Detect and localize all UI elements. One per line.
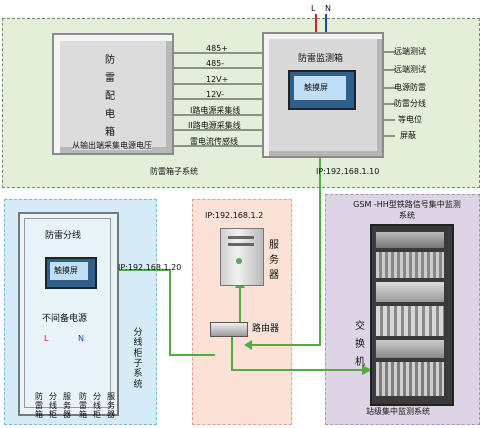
terminal-4: 防雷箱 xyxy=(79,392,87,420)
left-caption: 分线柜子系统 xyxy=(133,328,143,390)
signal-power1: I路电源采集线 xyxy=(190,106,241,115)
branch-cabinet xyxy=(18,212,119,416)
lightning-distribution-box xyxy=(52,33,174,155)
terminal-5: 分线柜 xyxy=(93,392,101,420)
power-label-n: N xyxy=(325,4,331,13)
top-ip-label: IP:192.168.1.10 xyxy=(316,167,380,176)
network-wire-left xyxy=(100,269,215,356)
ups-l-label: L xyxy=(44,334,49,343)
signal-power2: II路电源采集线 xyxy=(188,121,241,130)
ups-title: 不间备电源 xyxy=(42,314,88,324)
ups-n-label: N xyxy=(78,334,84,343)
rack-unit-5 xyxy=(376,340,444,358)
server-drive-bay-1 xyxy=(228,236,254,239)
lightning-box-text: 防雷配电箱 xyxy=(105,55,115,138)
switch-label: 交换机 xyxy=(355,321,365,368)
right-title-line1: GSM -HH型铁路信号集中监测系统 xyxy=(353,200,461,220)
lightning-monitor-box xyxy=(262,32,384,158)
rack-unit-6 xyxy=(376,362,444,396)
rack-unit-4 xyxy=(376,306,444,336)
router-device xyxy=(210,322,248,337)
signal-12v-minus: 12V- xyxy=(206,90,225,99)
rack-unit-3 xyxy=(376,282,444,302)
output-shield: 屏蔽 xyxy=(400,131,416,140)
terminal-1: 防雷箱 xyxy=(35,392,43,420)
left-ip-label: IP:192.168.1.20 xyxy=(118,263,182,272)
branch-cabinet-inner xyxy=(24,218,111,408)
output-power-protection: 电源防雷 xyxy=(394,83,426,92)
monitor-touchscreen-display xyxy=(294,76,346,100)
left-touchscreen-display xyxy=(50,262,88,280)
arrow-router-left xyxy=(244,340,252,350)
output-equipotential: 等电位 xyxy=(398,115,422,124)
signal-12v-plus: 12V+ xyxy=(206,75,229,84)
output-branch-protection: 防雷分线 xyxy=(394,99,426,108)
signal-485-plus: 485+ xyxy=(206,44,228,53)
signal-lightning-current: 雷电流传感线 xyxy=(190,137,238,146)
monitor-touchscreen-label: 触摸屏 xyxy=(304,83,328,92)
signal-485-minus: 485- xyxy=(206,59,225,68)
network-wire-right xyxy=(231,335,362,371)
left-title: 防雷分线 xyxy=(45,231,82,241)
top-system-caption: 防雷箱子系统 xyxy=(150,167,198,176)
terminal-2: 分线柜 xyxy=(49,392,57,420)
network-wire-top xyxy=(250,155,321,346)
server-power-led xyxy=(236,258,242,264)
right-caption: 站级集中监测系统 xyxy=(366,407,430,416)
terminal-3: 服务器 xyxy=(63,392,71,420)
power-label-l: L xyxy=(311,4,316,13)
server-label: 服务器 xyxy=(269,240,279,281)
monitor-box-title: 防雷监测箱 xyxy=(298,54,344,64)
server-drive-bay-2 xyxy=(228,243,254,246)
router-label: 路由器 xyxy=(252,324,280,334)
output-remote-test-2: 远端测试 xyxy=(394,65,426,74)
server-ip-label: IP:192.168.1.2 xyxy=(205,211,264,220)
arrow-right xyxy=(362,365,372,375)
terminal-6: 服务器 xyxy=(107,392,115,420)
output-remote-test-1: 远端测试 xyxy=(394,47,426,56)
left-touchscreen-label: 触摸屏 xyxy=(54,266,78,275)
rack-unit-2 xyxy=(376,252,444,278)
lightning-box-bottom-label: 从输出端采集电源电压 xyxy=(72,141,152,150)
rack-unit-1 xyxy=(376,232,444,248)
